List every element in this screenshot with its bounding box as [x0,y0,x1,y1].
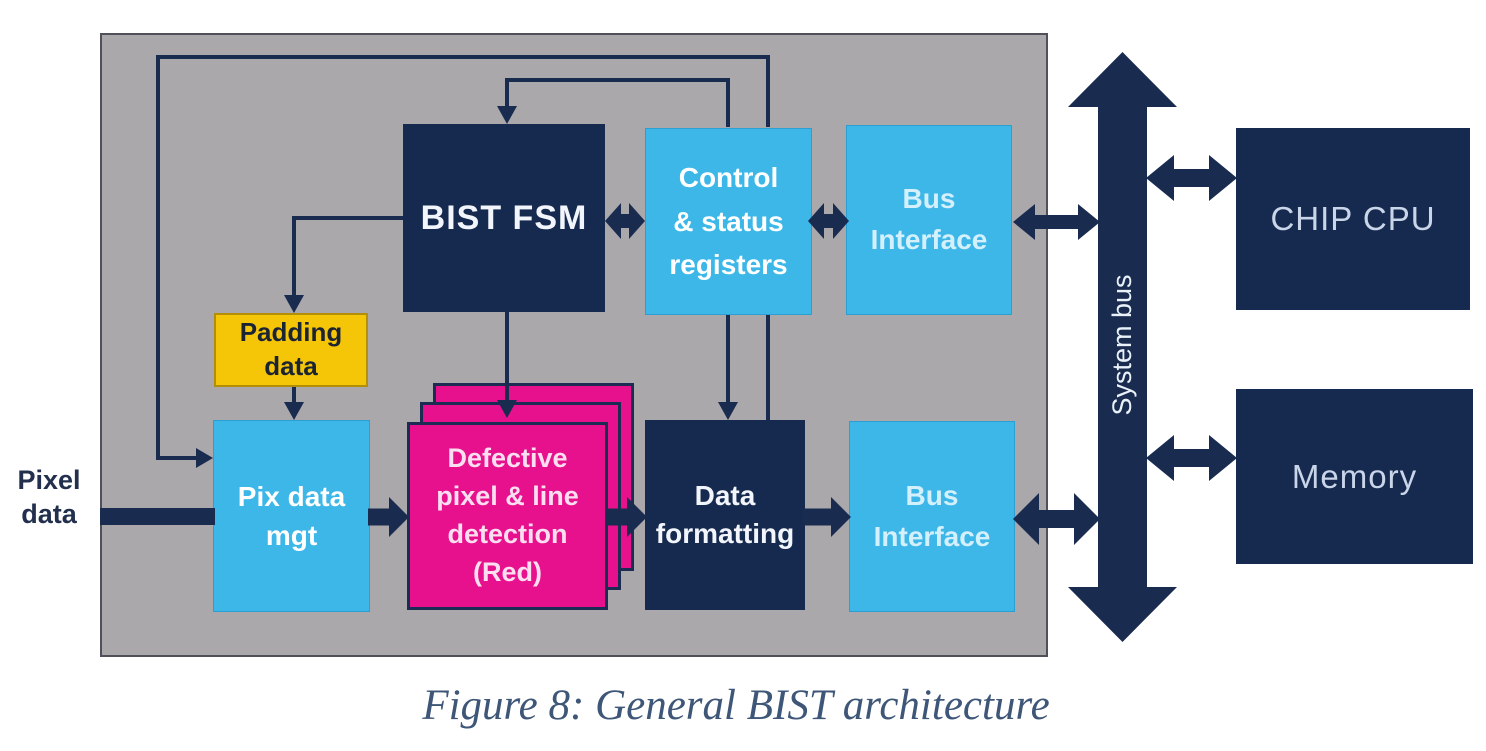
bus-interface-bottom-label: Bus Interface [873,479,991,552]
data-formatting-label: Data formatting [655,480,795,549]
figure-caption: Figure 8: General BIST architecture [422,682,1050,729]
data-formatting-block: Data formatting [645,420,805,610]
control-status-registers-block: Control & status registers [645,128,812,315]
bist-fsm-block: BIST FSM [403,124,605,312]
padding-data-label: Padding data [239,317,343,381]
pixel-data-input-label: Pixel data [17,465,81,529]
control-status-registers-label: Control & status registers [669,162,788,281]
padding-data-block: Padding data [214,313,368,387]
bus-interface-bottom-block: Bus Interface [849,421,1015,612]
bus-interface-top-block: Bus Interface [846,125,1012,315]
defective-detection-label: Defective pixel & line detection (Red) [436,443,579,587]
bidir-arrow-systembus-chipcpu-icon [1146,155,1237,201]
pix-data-mgt-label: Pix data mgt [237,480,346,551]
system-bus-label: System bus [1106,274,1137,416]
bist-fsm-label: BIST FSM [420,198,588,237]
bidir-arrow-systembus-memory-icon [1146,435,1237,481]
chip-cpu-label: CHIP CPU [1270,200,1436,237]
defective-detection-block: Defective pixel & line detection (Red) [407,422,608,610]
pix-data-mgt-block: Pix data mgt [213,420,370,612]
memory-label: Memory [1291,457,1418,495]
memory-block: Memory [1236,389,1473,564]
bus-interface-top-label: Bus Interface [870,183,988,255]
chip-cpu-block: CHIP CPU [1236,128,1470,310]
